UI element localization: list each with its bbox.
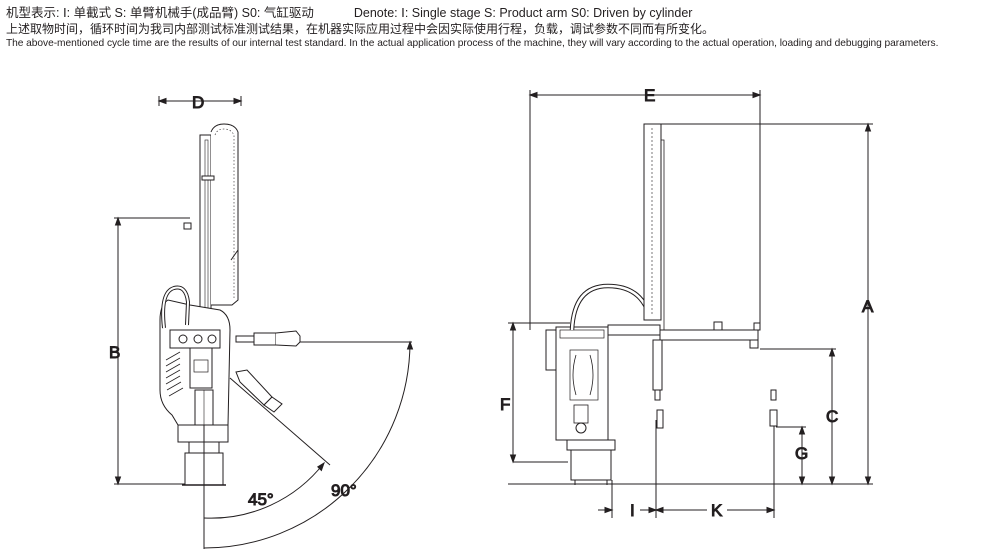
dim-label-f: F — [500, 395, 510, 414]
dim-label-a: A — [862, 297, 874, 316]
dim-label-i: I — [630, 501, 635, 520]
dim-label-g: G — [795, 444, 808, 463]
model-notation: 机型表示: Ⅰ: 单截式 S: 单臂机械手(成品臂) S0: 气缸驱动 Denot… — [6, 2, 692, 21]
notation-english: Denote: Ⅰ: Single stage S: Product arm S… — [353, 6, 693, 20]
dim-label-b: B — [109, 343, 120, 362]
dim-label-k: K — [711, 501, 723, 520]
note-english: The above-mentioned cycle time are the r… — [6, 38, 939, 49]
angle-label-45: 45° — [248, 490, 274, 509]
front-view: E A F C G I K — [500, 86, 875, 521]
angle-label-90: 90° — [331, 481, 357, 500]
notation-chinese: 机型表示: Ⅰ: 单截式 S: 单臂机械手(成品臂) S0: 气缸驱动 — [6, 6, 314, 20]
side-view: D B 45° 90° — [109, 93, 414, 549]
dim-label-d: D — [192, 93, 204, 112]
note-chinese: 上述取物时间，循环时间为我司内部测试标准测试结果，在机器实际应用过程中会因实际使… — [6, 22, 715, 36]
dim-label-e: E — [644, 86, 655, 105]
dim-label-c: C — [826, 407, 838, 426]
